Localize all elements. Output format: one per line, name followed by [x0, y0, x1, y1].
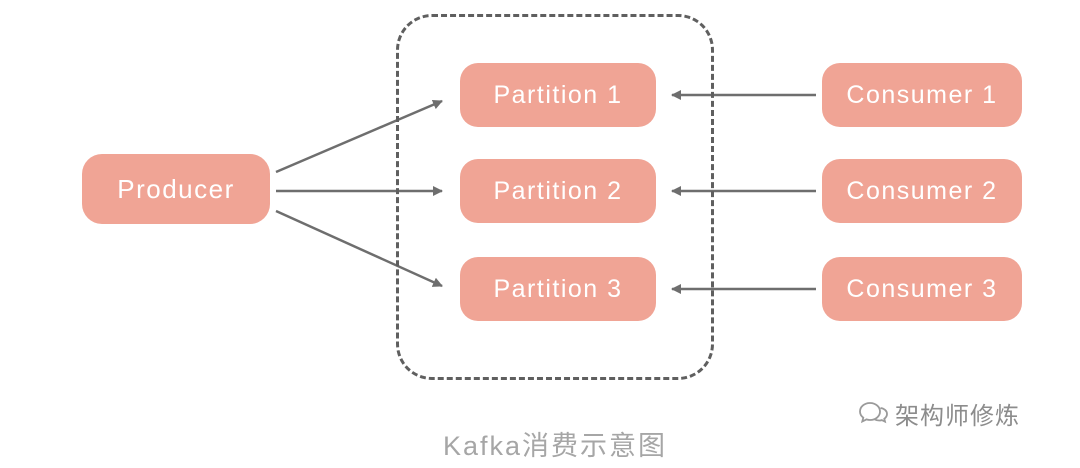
consumer-2-box: Consumer 2: [822, 159, 1022, 223]
producer-label: Producer: [117, 173, 235, 204]
partition-group-border: [396, 14, 714, 380]
consumer-3-label: Consumer 3: [846, 274, 998, 303]
watermark-text: 架构师修炼: [895, 403, 1020, 430]
producer-box: Producer: [82, 154, 270, 224]
consumer-2-label: Consumer 2: [846, 176, 998, 205]
consumer-3-box: Consumer 3: [822, 257, 1022, 321]
consumer-1-box: Consumer 1: [822, 63, 1022, 127]
partition-1-box: Partition 1: [460, 63, 656, 127]
partition-3-box: Partition 3: [460, 257, 656, 321]
consumer-1-label: Consumer 1: [846, 80, 998, 109]
watermark: 架构师修炼: [856, 396, 1020, 431]
diagram-title: Kafka消费示意图: [442, 431, 668, 461]
chat-bubbles-icon: [856, 399, 890, 429]
partition-2-box: Partition 2: [460, 159, 656, 223]
partition-2-label: Partition 2: [493, 176, 623, 205]
partition-3-label: Partition 3: [493, 274, 623, 303]
partition-1-label: Partition 1: [493, 80, 623, 109]
